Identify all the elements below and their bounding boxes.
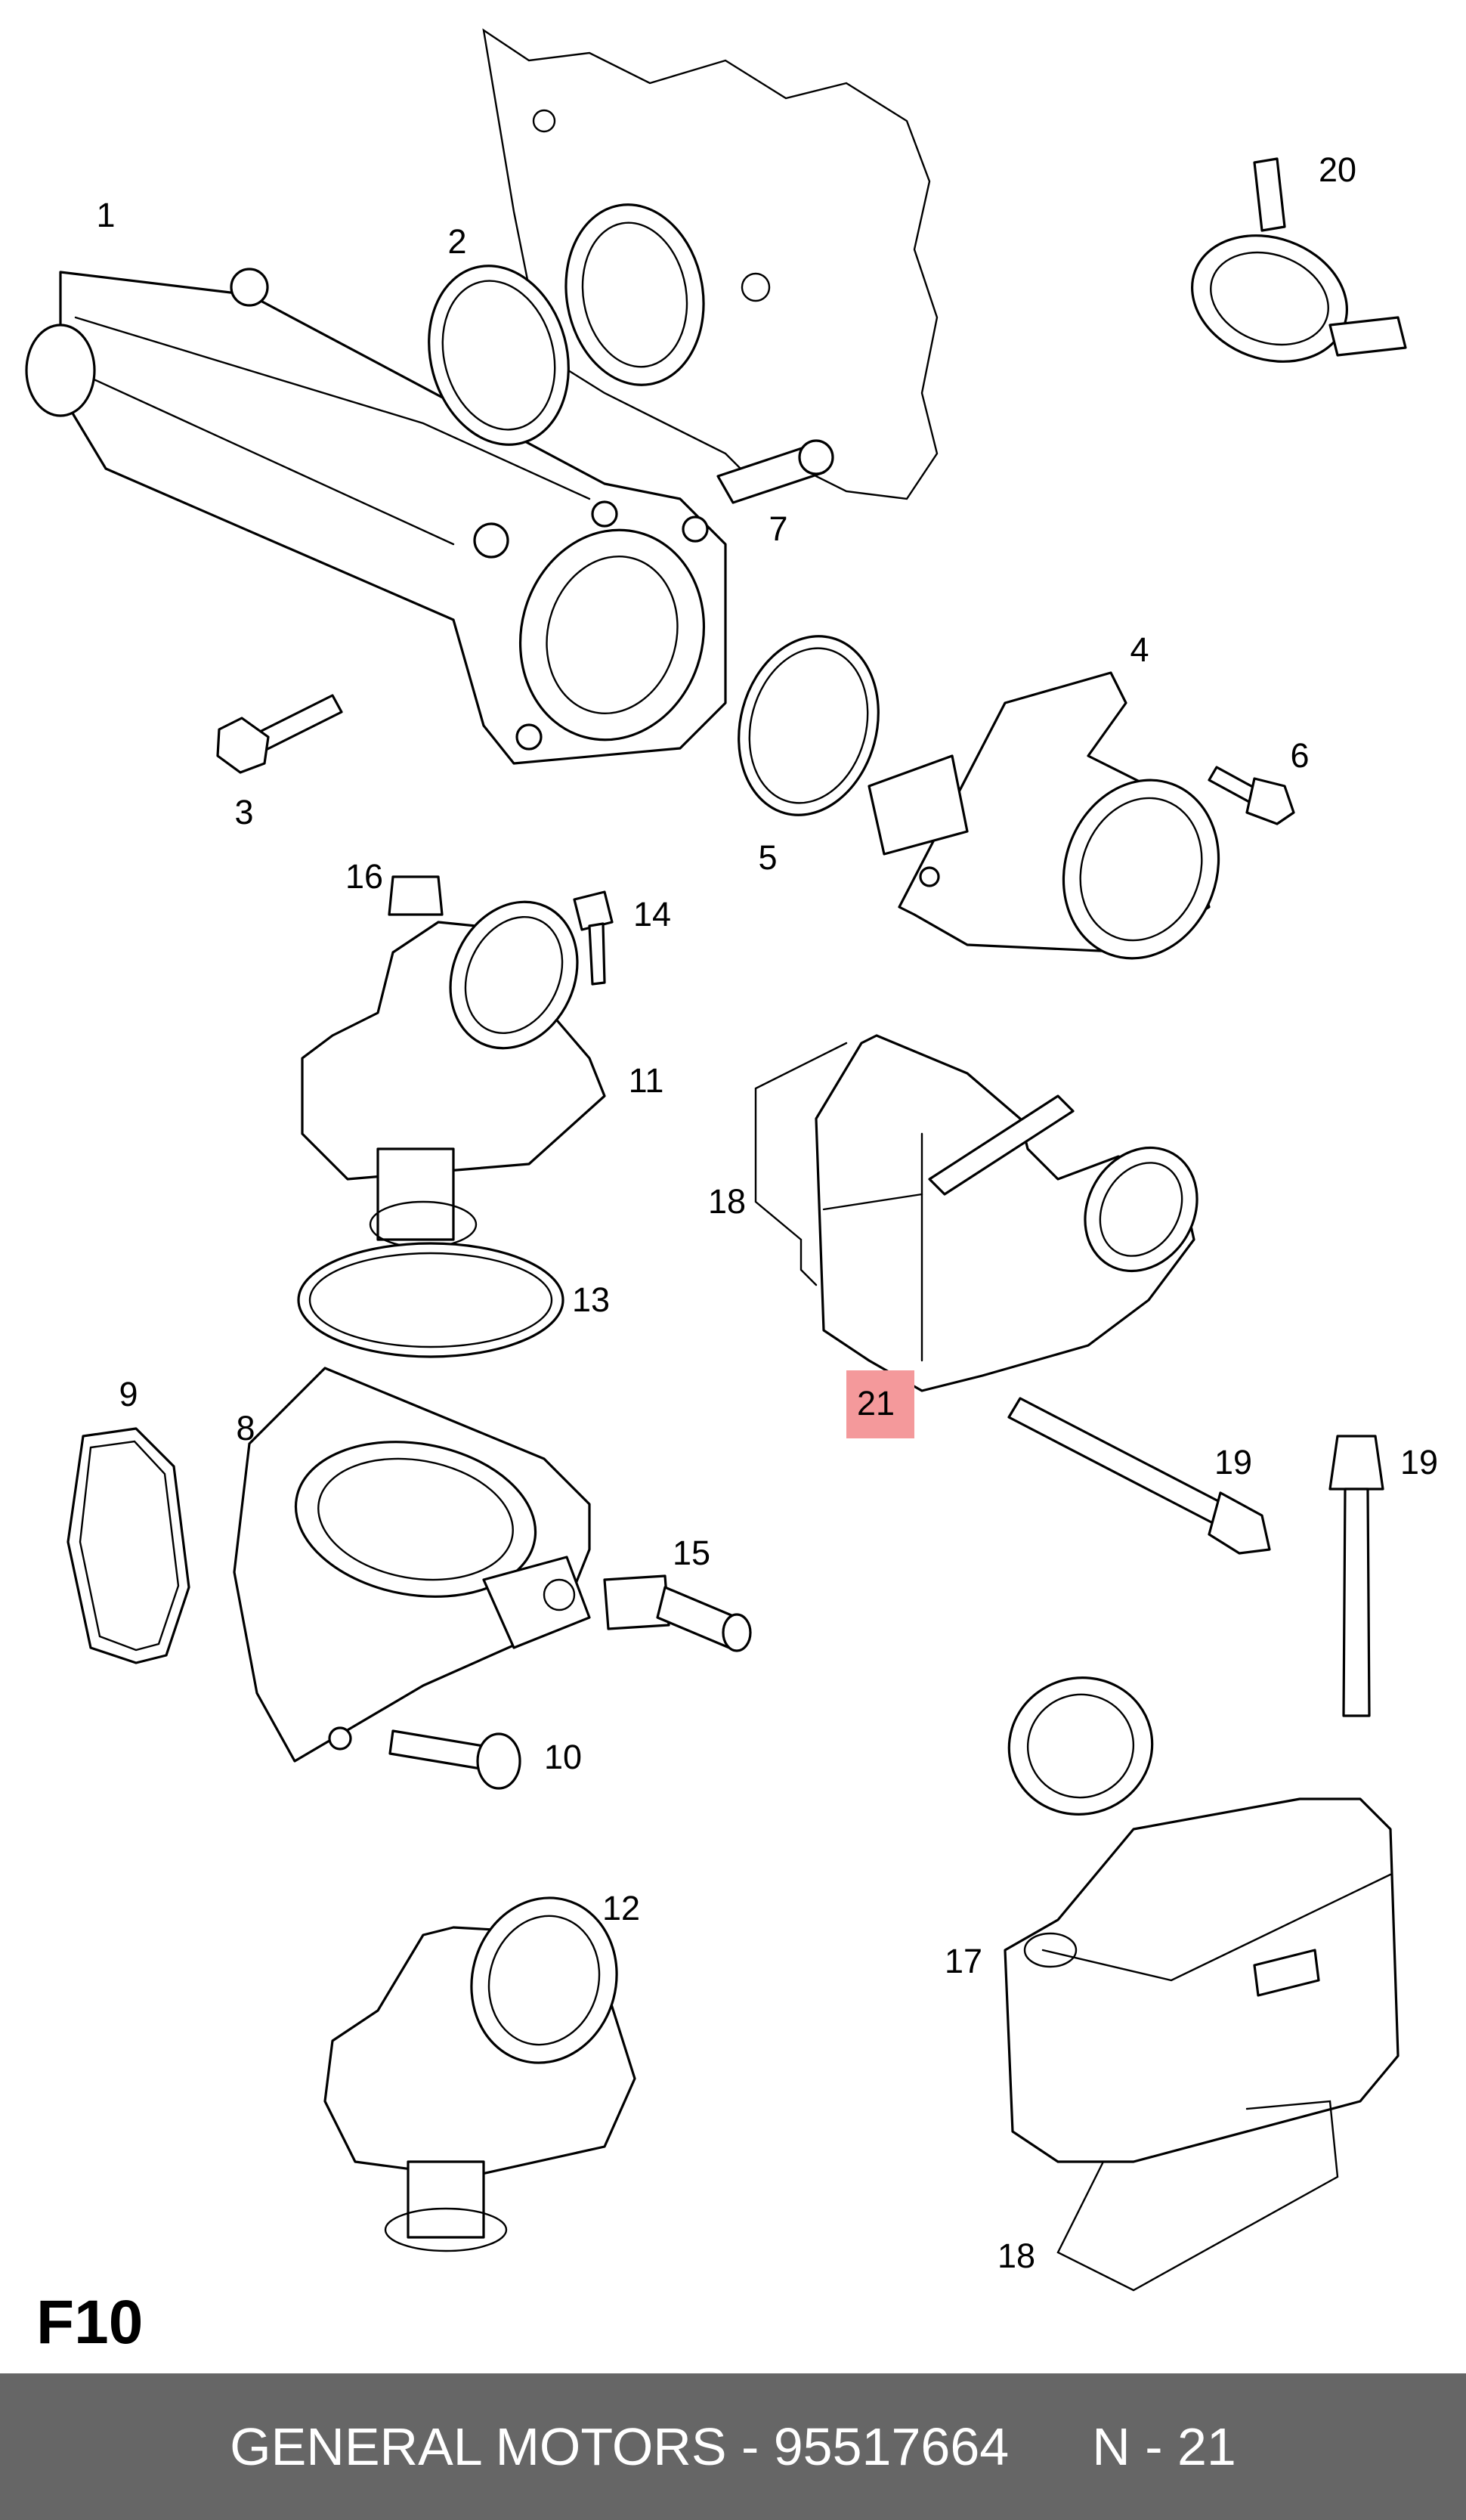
part-21-thermostat-housing	[815, 1034, 1198, 1392]
footer-callout-ref: N - 21	[1092, 2417, 1236, 2476]
diagram-code: F10	[36, 2288, 144, 2357]
callout-19-vertical: 19	[1400, 1443, 1438, 1481]
callout-8: 8	[236, 1409, 255, 1447]
part-11-elbow-housing	[301, 900, 606, 1249]
part-2-gasket	[428, 265, 570, 446]
callout-5: 5	[758, 838, 777, 877]
footer-bar: GENERAL MOTORS - 95517664 N - 21	[0, 2373, 1466, 2520]
footer-brand: GENERAL MOTORS	[230, 2417, 727, 2476]
part-18-gasket-upper	[754, 1042, 848, 1286]
callout-17: 17	[945, 1942, 982, 1980]
part-7-stud	[716, 439, 834, 504]
callout-10: 10	[544, 1738, 582, 1776]
part-17-outlet-housing	[1004, 1676, 1400, 2163]
callout-19-diagonal: 19	[1214, 1443, 1252, 1481]
footer-part-number: 95517664	[773, 2417, 1010, 2476]
part-4-thermostat-cover	[868, 671, 1220, 960]
callout-14: 14	[633, 895, 671, 933]
callout-9: 9	[119, 1375, 138, 1413]
part-12-elbow-thermostat	[323, 1896, 636, 2252]
callout-12: 12	[602, 1889, 640, 1927]
part-3-bolt	[216, 694, 343, 774]
callout-3: 3	[234, 793, 253, 831]
callout-18-upper: 18	[708, 1182, 746, 1221]
callout-4: 4	[1130, 630, 1149, 669]
exploded-parts-diagram: 1 2 3 4 5 6 7 8 9 10 11 12 13 14 15 16 1…	[25, 28, 1438, 2292]
callout-11: 11	[629, 1061, 664, 1100]
callout-18-lower: 18	[997, 2237, 1035, 2275]
part-14-bolt	[573, 890, 614, 986]
part-5-o-ring	[738, 635, 880, 816]
callout-21-highlight	[846, 1370, 914, 1438]
part-13-o-ring	[297, 1242, 564, 1358]
callout-13: 13	[572, 1280, 610, 1319]
engine-block	[482, 28, 939, 500]
part-15-fitting	[603, 1574, 752, 1652]
callout-20: 20	[1319, 150, 1356, 189]
footer-separator: -	[726, 2417, 774, 2476]
part-9-gasket	[66, 1427, 190, 1664]
callout-15: 15	[673, 1534, 710, 1572]
part-19-bolt-vertical	[1328, 1435, 1384, 1717]
callout-2: 2	[447, 222, 466, 261]
part-19-bolt-diagonal	[1007, 1397, 1271, 1555]
part-6-bolt	[1208, 766, 1295, 825]
callout-7: 7	[769, 509, 787, 548]
part-16-plug	[388, 875, 444, 916]
part-20-hose-clamp	[1191, 157, 1407, 363]
callout-21: 21	[857, 1384, 895, 1423]
callout-1: 1	[96, 196, 115, 234]
part-1-housing-manifold	[25, 268, 727, 765]
callout-16: 16	[345, 857, 383, 896]
callout-6: 6	[1290, 736, 1309, 775]
part-8-housing	[233, 1367, 591, 1763]
part-18-gasket-lower	[1056, 2100, 1339, 2292]
part-10-bolt	[388, 1729, 521, 1790]
